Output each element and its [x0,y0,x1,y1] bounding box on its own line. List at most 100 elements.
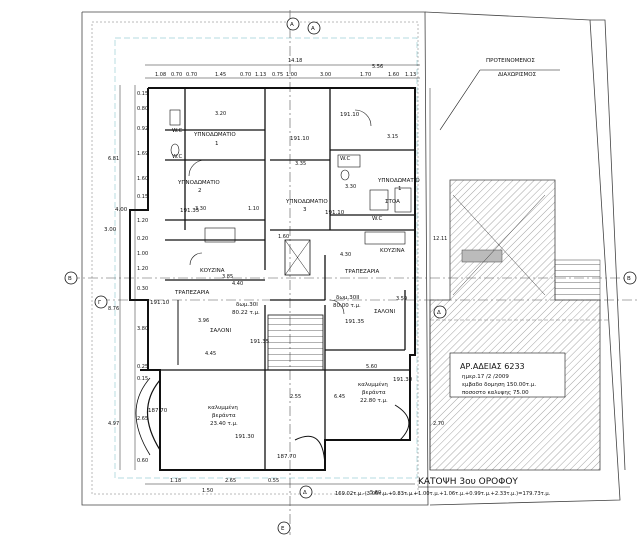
dim-inner-16: 1.60 [278,234,289,240]
level-mark: 191.35 [345,319,365,325]
dim-left-col-5: 1.60 [137,176,148,182]
drawing-title: ΚΑΤΟΨΗ 3ου ΟΡΟΦΟΥ 169.02τ.μ.-(3.06τ.μ.+0… [335,477,551,497]
zoning-line1: ΠΡΟΤΕΙΝΟΜΕΝΟΣ [486,58,535,64]
level-mark: 191.10 [150,300,170,306]
area-left-value: 80.22 τ.μ. [232,310,260,316]
room-living-left: ΣΑΛΟΝΙ [210,328,231,334]
dim-inner-11: 4.45 [205,351,216,357]
room-bedroom3: ΥΠΝΟΔΩΜΑΤΙΟ [285,199,328,205]
level-mark: 191.35 [250,339,270,345]
dim-left-col-3: 0.92 [137,126,148,132]
room-wc-right2: W.C [372,216,383,222]
dim-bottom-overall: 5.60 [370,490,381,496]
dim-bottom-1: 1.18 [170,478,181,484]
room-wc-top: W.C [172,128,183,134]
room-stoa: ΣΤΟΑ [385,199,400,205]
dim-top-row-6: 1.13 [255,72,266,78]
dim-top-row-1: 1.08 [155,72,166,78]
dim-inner-7: 4.30 [340,252,351,258]
permit-coverage-area: εμβαδο δομηση 150.00τ.μ. [462,382,536,388]
grid-marker-bottom: Δ [303,490,307,496]
zoning-annotation: ΠΡΟΤΕΙΝΟΜΕΝΟΣ ΔΙΑΧΩΡΙΣΜΟΣ [439,58,560,131]
level-mark: 191.10 [340,112,360,118]
permit-number: ΑΡ.ΑΔΕΙΑΣ 6233 [460,362,525,371]
room-living-right: ΣΑΛΟΝΙ [374,309,395,315]
dimension-lines [119,64,431,485]
dim-left-col-15: 2.65 [137,416,148,422]
dimension-labels: 14.18 5.56 1.08 0.70 0.70 1.45 0.70 1.13… [104,58,447,496]
dim-top-row-9: 3.00 [320,72,331,78]
dim-top-row-3: 0.70 [186,72,197,78]
room-bedroom3-num: 3 [303,207,307,213]
veranda-shapes [135,109,410,471]
dim-left-col-4: 1.69 [137,151,148,157]
dim-left-col-14: 0.15 [137,376,148,382]
level-mark: 187.70 [148,408,168,414]
fixtures [169,109,412,245]
dim-bottom-3: 0.55 [268,478,279,484]
dim-left-offset-2: 3.00 [104,227,117,233]
dim-left-col-1: 0.15 [137,91,148,97]
dim-left-big-1: 6.81 [108,156,119,162]
dim-inner-12: 5.60 [366,364,377,370]
grid-marker-bottom2: Ε [281,526,285,532]
dim-left-col-12: 3.80 [137,326,148,332]
room-wc-right: W.C [340,156,351,162]
room-bedroom2: ΥΠΝΟΔΩΜΑΤΙΟ [177,180,220,186]
dim-top-right: 5.56 [372,64,383,70]
grid-marker-top: Α [290,22,294,28]
grid-marker-left2: Γ [98,300,102,306]
room-dining-right: ΤΡΑΠΕΖΑΡΙΑ [344,269,380,275]
grid-marker-top2: Α [311,26,315,32]
dim-inner-14: 6.45 [334,394,345,400]
grid-marker-right: Β [627,276,631,282]
dim-left-big-3: 4.97 [108,421,119,427]
dim-top-row-2: 0.70 [171,72,182,78]
veranda-right-line1: καλυμμένη [358,381,388,388]
dim-top-row-7: 0.75 [272,72,283,78]
room-bedroom2-num: 2 [198,188,202,194]
zoning-line2: ΔΙΑΧΩΡΙΣΜΟΣ [498,72,537,78]
stair-core [267,239,324,371]
dim-inner-5: 3.30 [345,184,356,190]
level-mark: 191.10 [290,136,310,142]
dim-bottom-left: 1.50 [202,488,213,494]
dim-inner-8: 3.85 [222,274,233,280]
area-left-name: δωμ.30Ι [236,302,258,308]
grid-marker-left: Β [68,276,72,282]
dim-inner-1: 3.20 [215,111,226,117]
room-bedroom1-left-num: 1 [215,141,219,147]
dim-inner-13: 2.55 [290,394,301,400]
dim-top-row-8: 1.00 [286,72,297,78]
dim-right-col-1: 12.11 [433,236,447,242]
dim-inner-10: 3.59 [396,296,407,302]
level-mark: 191.10 [325,210,345,216]
level-mark: 191.30 [235,434,255,440]
dim-inner-9: 4.40 [232,281,243,287]
grid-markers: Α Α Β Β Γ Δ Δ Ε [64,17,637,535]
dim-inner-15: 3.96 [198,318,209,324]
dim-top-overall: 14.18 [288,58,302,64]
permit-box: ΑΡ.ΑΔΕΙΑΣ 6233 ημερ.17 /2 /2009 εμβαδο δ… [449,352,566,398]
dim-top-row-5: 0.70 [240,72,251,78]
grid-marker-right2: Δ [437,310,441,316]
area-right-value: 80.00 τ.μ. [333,303,361,309]
level-mark: 187.70 [277,454,297,460]
veranda-left-line3: 23.40 τ.μ. [210,421,238,427]
dim-left-col-16: 0.60 [137,458,148,464]
dim-inner-4: 3.15 [387,134,398,140]
neighbour-building [429,179,610,471]
permit-coverage-pct: ποσοστο καλυψης 75.00 [462,390,529,396]
dim-left-offset-1: 4.00 [115,207,128,213]
room-wc-mid: W.C [172,154,183,160]
room-dining-left: ΤΡΑΠΕΖΑΡΙΑ [174,290,210,296]
dim-top-row-11: 1.60 [388,72,399,78]
dim-inner-2: 3.30 [195,206,206,212]
level-mark: 191.30 [393,377,413,383]
dim-left-col-10: 1.20 [137,266,148,272]
veranda-right-line2: βεράντα [362,389,386,396]
dim-bottom-2: 2.65 [225,478,236,484]
room-kitchen-left: ΚΟΥΖΙΝΑ [200,268,225,274]
room-kitchen-right: ΚΟΥΖΙΝΑ [380,248,405,254]
